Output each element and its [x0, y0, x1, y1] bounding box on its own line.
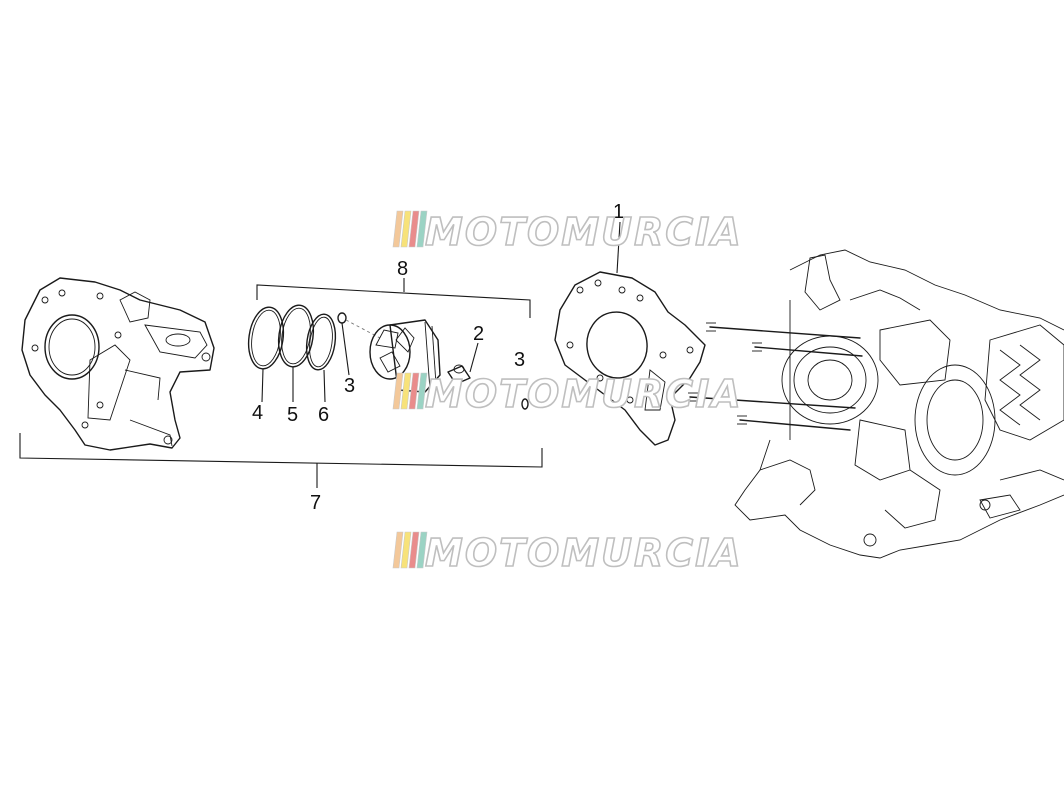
- cylinder: [21, 277, 215, 451]
- watermark-stripe: [392, 531, 404, 569]
- leader-lines: [261, 221, 621, 403]
- cylinder-studs: [688, 322, 863, 431]
- watermark-logo-text: MOTOMURCIA: [425, 531, 743, 575]
- base-gasket: [554, 271, 706, 446]
- watermark-middle: MOTOMURCIA: [392, 371, 743, 417]
- callout-2: 2: [473, 323, 484, 345]
- watermark-stripe: [392, 210, 404, 248]
- ring-5: [277, 304, 315, 368]
- watermark-stripe: [416, 372, 428, 410]
- watermark-top: MOTOMURCIA: [392, 209, 743, 255]
- callout-1: 1: [613, 201, 624, 223]
- ring-6: [305, 313, 337, 371]
- watermark-stripe: [392, 372, 404, 410]
- watermark-stripe: [416, 531, 428, 569]
- watermark-stripes: [392, 210, 428, 248]
- watermark-stripe: [400, 372, 412, 410]
- watermark-bottom: MOTOMURCIA: [392, 530, 743, 576]
- watermark-stripe: [408, 531, 420, 569]
- bracket-8: [256, 284, 531, 318]
- watermark-stripes: [392, 372, 428, 410]
- callout-3-right: 3: [514, 349, 525, 371]
- piston-pin: [447, 364, 471, 385]
- callout-5: 5: [287, 404, 298, 426]
- watermark-stripe: [400, 210, 412, 248]
- piston-rings: [247, 304, 337, 371]
- watermark-stripes: [392, 531, 428, 569]
- callout-7: 7: [310, 492, 321, 514]
- watermark-stripe: [408, 372, 420, 410]
- callout-3-left: 3: [344, 375, 355, 397]
- watermark-logo-text: MOTOMURCIA: [425, 210, 743, 254]
- callout-8: 8: [397, 258, 408, 280]
- callout-4: 4: [252, 402, 263, 424]
- watermark-stripe: [408, 210, 420, 248]
- circlip-right: [521, 398, 529, 410]
- watermark-stripe: [400, 531, 412, 569]
- callout-6: 6: [318, 404, 329, 426]
- watermark-stripe: [416, 210, 428, 248]
- watermark-logo-text: MOTOMURCIA: [425, 372, 743, 416]
- crankcase: [734, 249, 1064, 559]
- bracket-7: [19, 433, 543, 468]
- ring-4: [247, 306, 285, 370]
- circlip-left: [337, 312, 347, 324]
